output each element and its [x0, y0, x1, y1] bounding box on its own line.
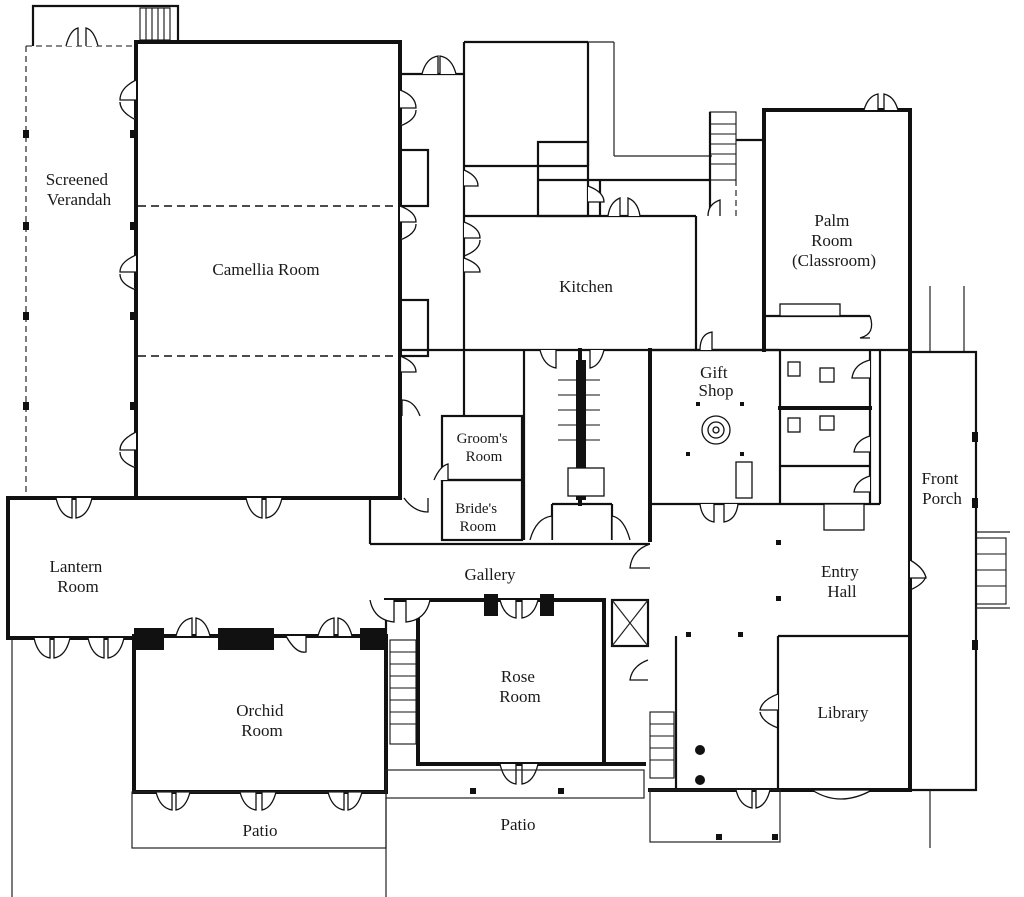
label-front-porch: Front Porch	[921, 469, 962, 508]
east-block-walls	[648, 286, 1010, 848]
label-patio-left: Patio	[243, 821, 278, 840]
label-gallery: Gallery	[465, 565, 516, 584]
label-lantern-room: Lantern Room	[49, 557, 106, 596]
palm-room-walls	[709, 93, 912, 354]
label-orchid-room: Orchid Room	[236, 701, 287, 740]
south-block-walls	[6, 496, 705, 897]
kitchen-block-walls	[400, 40, 764, 352]
label-gift-shop: Gift Shop	[699, 363, 734, 400]
label-camellia-room: Camellia Room	[212, 260, 319, 279]
verandah-camellia-walls	[23, 4, 430, 500]
label-brides-room: Bride's Room	[455, 501, 501, 535]
label-entry-hall: Entry Hall	[821, 562, 863, 601]
label-rose-room: Rose Room	[499, 667, 541, 706]
center-block-walls	[398, 331, 882, 542]
label-patio-center: Patio	[501, 815, 536, 834]
label-palm-room: Palm Room (Classroom)	[792, 211, 876, 270]
label-grooms-room: Groom's Room	[457, 431, 512, 465]
label-kitchen: Kitchen	[559, 277, 613, 296]
label-library: Library	[818, 703, 869, 722]
label-screened-verandah: Screened Verandah	[46, 170, 113, 209]
